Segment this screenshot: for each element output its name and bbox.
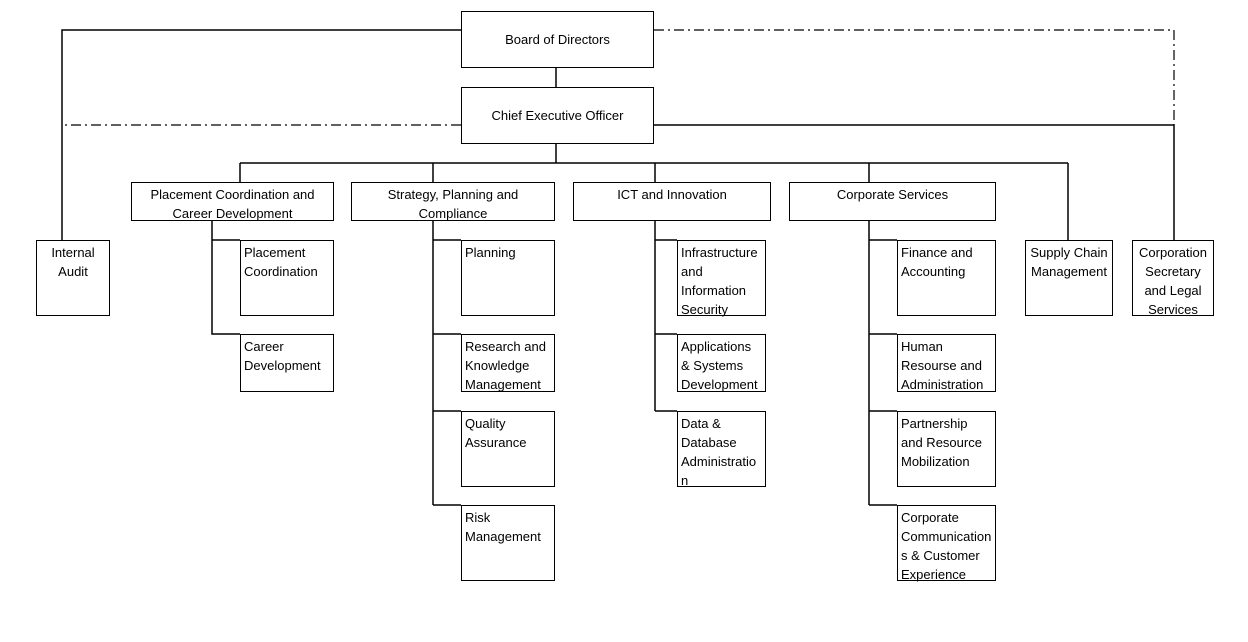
placement-coordination-box: Placement Coordination: [240, 240, 334, 316]
research-knowledge-label: Research and Knowledge Management: [465, 339, 546, 392]
risk-management-label: Risk Management: [465, 510, 541, 544]
corporation-secretary-label: Corporation Secretary and Legal Services: [1139, 245, 1207, 317]
board-of-directors-label: Board of Directors: [505, 32, 610, 47]
infrastructure-security-box: Infrastructure and Information Security: [677, 240, 766, 317]
research-knowledge-box: Research and Knowledge Management: [461, 334, 555, 392]
career-development-box: Career Development: [240, 334, 334, 392]
corporate-communications-box: Corporate Communication s & Customer Exp…: [897, 505, 996, 582]
board-audit-line: [61, 29, 461, 240]
internal-audit-label: Internal Audit: [51, 245, 95, 279]
strategy-box: Strategy, Planning and Compliance: [351, 182, 555, 221]
strategy-label: Strategy, Planning and Compliance: [387, 187, 519, 221]
placement-career-box: Placement Coordination and Career Develo…: [131, 182, 334, 221]
corporate-communications-label: Corporate Communication s & Customer Exp…: [901, 510, 992, 582]
supply-chain-box: Supply Chain Management: [1025, 240, 1113, 316]
applications-systems-label: Applications & Systems Development: [681, 339, 758, 392]
internal-audit-box: Internal Audit: [36, 240, 110, 316]
planning-box: Planning: [461, 240, 555, 316]
human-resource-label: Human Resourse and Administration: [901, 339, 984, 392]
corporate-services-box: Corporate Services: [789, 182, 996, 221]
career-development-label: Career Development: [244, 339, 321, 373]
human-resource-box: Human Resourse and Administration: [897, 334, 996, 392]
planning-label: Planning: [465, 245, 516, 260]
quality-assurance-box: Quality Assurance: [461, 411, 555, 487]
corporate-services-label: Corporate Services: [836, 187, 949, 202]
corporation-secretary-box: Corporation Secretary and Legal Services: [1132, 240, 1214, 317]
applications-systems-box: Applications & Systems Development: [677, 334, 766, 392]
supply-chain-label: Supply Chain Management: [1030, 245, 1108, 279]
ceo-label: Chief Executive Officer: [491, 108, 624, 123]
quality-assurance-label: Quality Assurance: [465, 416, 527, 450]
data-database-box: Data & Database Administratio n: [677, 411, 766, 488]
finance-accounting-label: Finance and Accounting: [901, 245, 973, 279]
partnership-resource-box: Partnership and Resource Mobilization: [897, 411, 996, 487]
board-secretary-dashed-line: [654, 29, 1175, 125]
board-of-directors-box: Board of Directors: [461, 11, 654, 68]
partnership-resource-label: Partnership and Resource Mobilization: [901, 416, 982, 469]
infrastructure-security-label: Infrastructure and Information Security: [681, 245, 758, 317]
finance-accounting-box: Finance and Accounting: [897, 240, 996, 316]
risk-management-box: Risk Management: [461, 505, 555, 581]
data-database-label: Data & Database Administratio n: [681, 416, 757, 488]
ceo-box: Chief Executive Officer: [461, 87, 654, 144]
ict-label: ICT and Innovation: [617, 187, 727, 202]
placement-career-label: Placement Coordination and Career Develo…: [150, 187, 315, 221]
ict-box: ICT and Innovation: [573, 182, 771, 221]
placement-coordination-label: Placement Coordination: [244, 245, 318, 279]
